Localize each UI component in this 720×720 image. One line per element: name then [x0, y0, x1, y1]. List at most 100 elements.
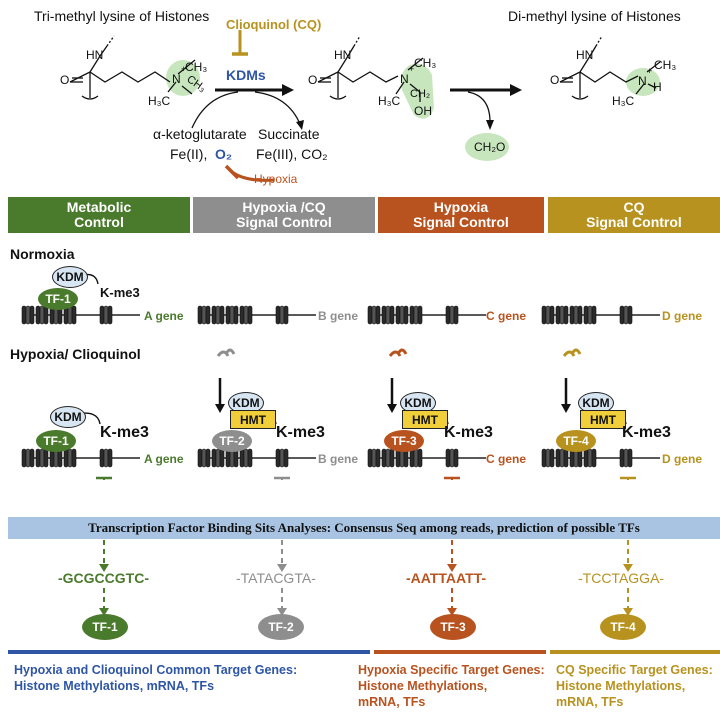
- nucleosome: [211, 305, 225, 325]
- hypoxia-gene-a: A gene: [144, 452, 184, 466]
- succinate-label: Succinate: [258, 126, 320, 142]
- footer-cq-targets: CQ Specific Target Genes: Histone Methyl…: [556, 662, 713, 710]
- nucleosome: [445, 305, 459, 325]
- hypoxia-tf1: TF-1: [36, 430, 76, 452]
- signal-arrowhead: [561, 404, 571, 413]
- nucleosome: [99, 448, 113, 468]
- footer-bar-hypoxia: [374, 650, 546, 654]
- normoxia-title: Normoxia: [10, 246, 75, 262]
- nucleosome: [63, 448, 77, 468]
- hypoxia-kme3-d: K-me3: [622, 424, 671, 441]
- hypoxia-gene-b: B gene: [318, 452, 359, 466]
- nucleosome: [239, 305, 253, 325]
- atom-n-2: N: [400, 72, 409, 86]
- nucleosome: [541, 305, 555, 325]
- trimethyl-title: Tri-methyl lysine of Histones: [34, 8, 210, 24]
- clioquinol-label: Clioquinol (CQ): [226, 17, 322, 32]
- nucleosome: [35, 305, 49, 325]
- nucleosome: [445, 448, 459, 468]
- signal-arrowhead: [215, 404, 225, 413]
- alpha-ketoglutarate-label: α-ketoglutarate: [153, 126, 247, 142]
- tfbs-analysis-banner: Transcription Factor Binding Sits Analys…: [8, 517, 720, 539]
- oxygen-label: O₂: [215, 146, 233, 162]
- dashed-arrowhead: [447, 564, 457, 572]
- footer-bar-common: [8, 650, 370, 654]
- nucleosome: [63, 305, 77, 325]
- atom-h: H: [653, 80, 662, 94]
- hypoxia-inhibition-label: Hypoxia: [254, 172, 298, 186]
- nucleosome: [381, 448, 395, 468]
- signal-fragment-icon: [562, 348, 582, 357]
- hypoxia-gene-c: C gene: [486, 452, 527, 466]
- hypoxia-clioquinol-title: Hypoxia/ Clioquinol: [10, 346, 141, 362]
- atom-plus-2: +: [409, 64, 415, 74]
- footer-cq-line3: mRNA, TFs: [556, 695, 624, 709]
- sequence-tf1: -GCGCCGTC-: [58, 570, 149, 586]
- nucleosome: [211, 448, 225, 468]
- nucleosome: [21, 305, 35, 325]
- sequence-tf3: -AATTAATT-: [406, 570, 487, 586]
- signal-fragment-icon: [388, 348, 408, 357]
- atom-o-2: O: [308, 73, 318, 87]
- hypoxia-tf2: TF-2: [212, 430, 252, 452]
- dashed-arrowhead: [277, 608, 287, 616]
- hypoxia-hmt-c: HMT: [402, 410, 448, 429]
- nucleosome: [409, 305, 423, 325]
- footer-cq-line2: Histone Methylations,: [556, 679, 686, 693]
- dashed-arrowhead: [99, 608, 109, 616]
- result-tf3: TF-3: [430, 614, 476, 640]
- nucleosome: [197, 305, 211, 325]
- footer-hypoxia-line3: mRNA, TFs: [358, 695, 426, 709]
- normoxia-gene-b: B gene: [318, 309, 359, 323]
- formaldehyde-highlight: [465, 133, 509, 161]
- atom-hn-2: HN: [334, 48, 352, 62]
- nucleosome: [409, 448, 423, 468]
- atom-ch2: CH₂: [410, 88, 431, 100]
- nucleosome: [395, 448, 409, 468]
- footer-hypoxia-targets: Hypoxia Specific Target Genes: Histone M…: [358, 662, 545, 710]
- nucleosome: [99, 305, 113, 325]
- hypoxia-hmt-b: HMT: [230, 410, 276, 429]
- normoxia-tf1: TF-1: [38, 288, 78, 310]
- nucleosome: [367, 448, 381, 468]
- atom-ch3-3: CH₃: [414, 56, 437, 70]
- atom-h3c-2: H₃C: [378, 94, 401, 108]
- nucleosome: [49, 448, 63, 468]
- hypoxia-gene-d: D gene: [662, 452, 703, 466]
- nucleosome: [395, 305, 409, 325]
- nucleosome: [367, 305, 381, 325]
- dashed-arrowhead: [277, 564, 287, 572]
- nucleosome: [197, 448, 211, 468]
- nucleosome: [275, 305, 289, 325]
- result-tf4: TF-4: [600, 614, 646, 640]
- dashed-arrowhead: [99, 564, 109, 572]
- nucleosome: [555, 448, 569, 468]
- nucleosome: [583, 305, 597, 325]
- dashed-arrowhead: [623, 564, 633, 572]
- atom-o-3: O: [550, 73, 560, 87]
- nucleosome: [541, 448, 555, 468]
- hypoxia-kme3-c: K-me3: [444, 424, 493, 441]
- normoxia-gene-a: A gene: [144, 309, 184, 323]
- nucleosome: [21, 448, 35, 468]
- footer-hypoxia-line1: Hypoxia Specific Target Genes:: [358, 663, 545, 677]
- nucleosome: [49, 305, 63, 325]
- atom-h3c-3: H₃C: [612, 94, 635, 108]
- footer-common-targets: Hypoxia and Clioquinol Common Target Gen…: [14, 662, 297, 694]
- dashed-arrowhead: [623, 608, 633, 616]
- dimethyl-highlight: [626, 68, 660, 96]
- nucleosome: [239, 448, 253, 468]
- reaction-scheme: [69, 30, 661, 182]
- atom-o-1: O: [60, 73, 70, 87]
- formaldehyde-label: CH₂O: [474, 140, 506, 154]
- nucleosome: [583, 448, 597, 468]
- nucleosome: [381, 305, 395, 325]
- sequence-tf4: -TCCTAGGA-: [578, 570, 665, 586]
- signal-fragment-icon: [216, 348, 236, 357]
- chromatin-tracks: [21, 273, 660, 480]
- footer-bar-cq: [550, 650, 720, 654]
- nucleosome: [569, 305, 583, 325]
